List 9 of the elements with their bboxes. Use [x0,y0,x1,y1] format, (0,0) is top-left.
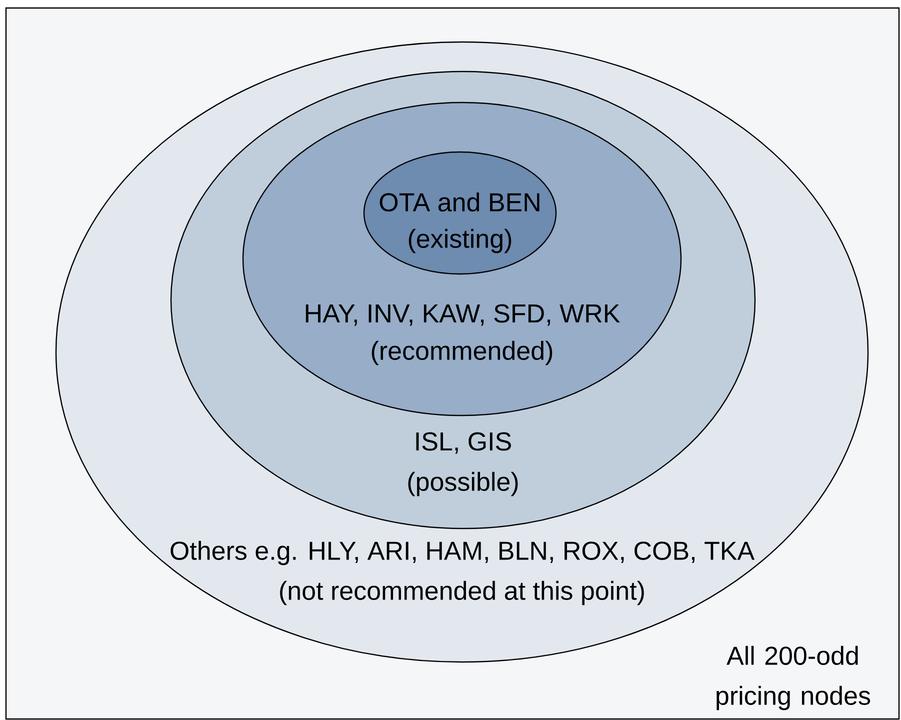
region-label: ISL, GIS [416,432,511,454]
region-label: OTA and BEN [380,192,540,212]
region-label: (recommended) [372,340,552,366]
region-label: (possible) [408,472,518,496]
region-label: (existing) [408,228,512,254]
region-label: Others e.g. HLY, ARI, HAM, BLN, ROX, COB, TKA [170,540,755,566]
region-label: All 200-odd pricing nodes [716,646,870,710]
region-label: HAY, INV, KAW, SFD, WRK [306,304,620,326]
region-label: (not recommended at this point) [280,580,644,606]
